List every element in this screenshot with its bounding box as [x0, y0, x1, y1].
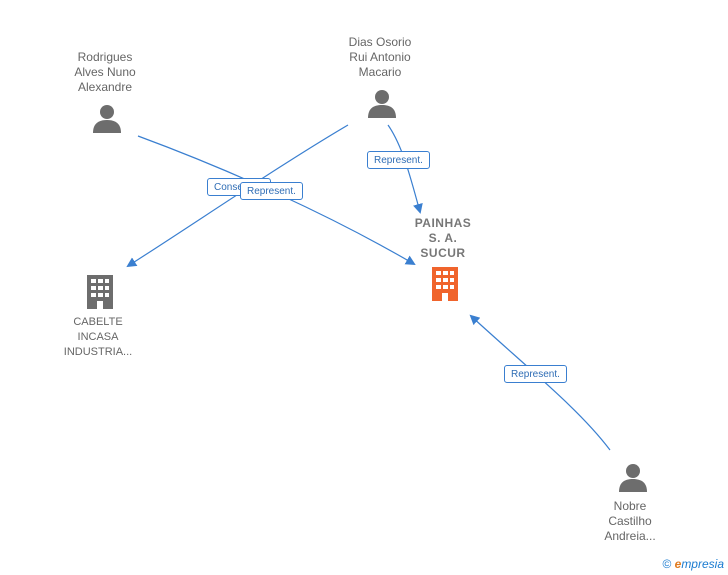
edge-label-represent-dias[interactable]: Represent.	[367, 151, 430, 169]
node-label-dias[interactable]: Dias Osorio Rui Antonio Macario	[348, 35, 412, 79]
copyright-icon: ©	[662, 557, 672, 571]
edge-label-represent-center[interactable]: Represent.	[240, 182, 303, 200]
empresia-logo-text: mpresia	[681, 557, 724, 571]
node-label-cabelte[interactable]: CABELTE INCASA INDUSTRIA...	[63, 316, 133, 358]
node-label-rodrigues[interactable]: Rodrigues Alves Nuno Alexandre	[74, 50, 136, 94]
node-label-painhas[interactable]: PAINHAS S. A. SUCUR	[414, 216, 472, 260]
person-icon[interactable]	[618, 463, 648, 493]
node-label-nobre[interactable]: Nobre Castilho Andreia...	[604, 499, 656, 543]
brand-footer: © empresia	[662, 557, 724, 571]
edge-label-represent-nobre[interactable]: Represent.	[504, 365, 567, 383]
building-icon-main[interactable]	[429, 266, 461, 302]
building-icon[interactable]	[84, 274, 116, 310]
person-icon[interactable]	[92, 104, 122, 134]
empresia-logo-e: e	[674, 557, 682, 571]
edge-nobre-painhas	[469, 314, 611, 451]
person-icon[interactable]	[367, 89, 397, 119]
